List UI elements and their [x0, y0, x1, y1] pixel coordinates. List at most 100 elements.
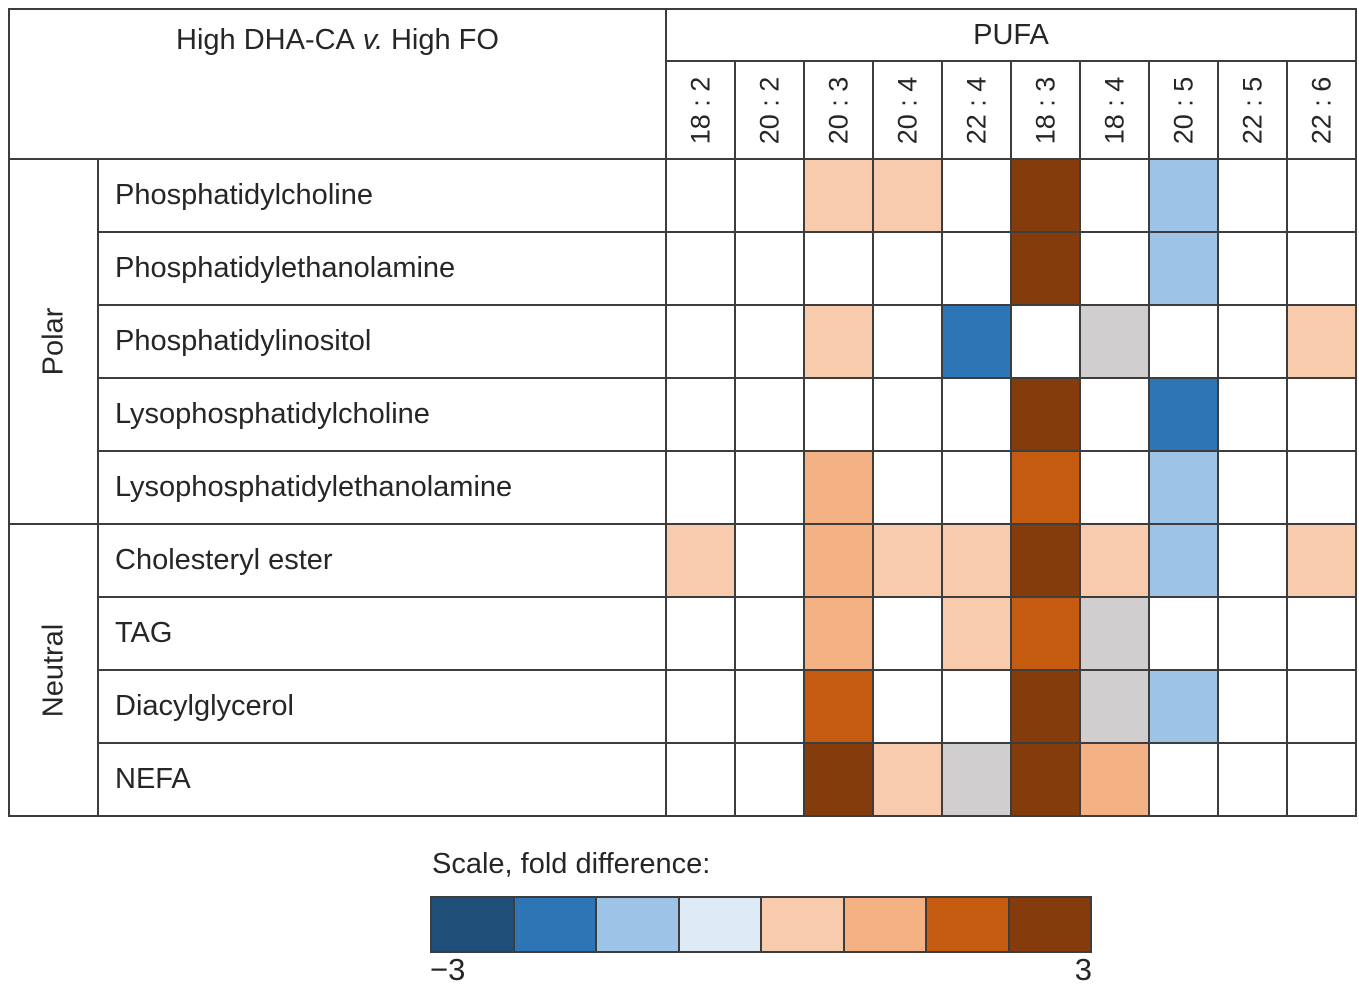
- heatmap-cell: [805, 598, 872, 669]
- heatmap-cell: [874, 452, 941, 523]
- row-label-diacylglycerol: Diacylglycerol: [99, 671, 665, 742]
- heatmap-cell: [943, 233, 1010, 304]
- heatmap-cell: [667, 452, 734, 523]
- heatmap-cell: [736, 744, 803, 815]
- heatmap-cell: [1288, 525, 1355, 596]
- heatmap-cell: [874, 233, 941, 304]
- heatmap-cell: [1081, 233, 1148, 304]
- heatmap-cell: [943, 160, 1010, 231]
- heatmap-cell: [736, 452, 803, 523]
- heatmap-cell: [1150, 671, 1217, 742]
- heatmap-cell: [1288, 379, 1355, 450]
- heatmap-cell: [667, 671, 734, 742]
- heatmap-cell: [1012, 671, 1079, 742]
- heatmap-cell: [874, 525, 941, 596]
- col-header-label: 20 : 3: [823, 76, 853, 144]
- heatmap-cell: [1012, 160, 1079, 231]
- heatmap-cell: [1219, 233, 1286, 304]
- heatmap-cell: [1219, 379, 1286, 450]
- heatmap-cell: [874, 306, 941, 377]
- legend-swatch: [1007, 898, 1090, 951]
- heatmap-cell: [1150, 160, 1217, 231]
- legend-color-bar: [430, 896, 1092, 953]
- col-header-label: 18 : 3: [1030, 76, 1060, 144]
- heatmap-cell: [1012, 598, 1079, 669]
- heatmap-cell: [1288, 598, 1355, 669]
- col-header-20-2: 20 : 2: [736, 62, 803, 158]
- heatmap-cell: [874, 379, 941, 450]
- heatmap-cell: [1150, 233, 1217, 304]
- heatmap-cell: [736, 598, 803, 669]
- heatmap-cell: [874, 744, 941, 815]
- heatmap-cell: [874, 598, 941, 669]
- heatmap-cell: [1150, 525, 1217, 596]
- legend-max-label: 3: [1074, 952, 1092, 987]
- heatmap-cell: [736, 671, 803, 742]
- heatmap-cell: [874, 671, 941, 742]
- col-header-label: 18 : 4: [1099, 76, 1129, 144]
- legend-swatch: [760, 898, 843, 951]
- legend-min-label: −3: [430, 952, 466, 987]
- heatmap-cell: [667, 379, 734, 450]
- heatmap-cell: [1012, 452, 1079, 523]
- heatmap-cell: [736, 233, 803, 304]
- col-header-18-4: 18 : 4: [1081, 62, 1148, 158]
- heatmap-cell: [1081, 160, 1148, 231]
- pufa-header-cell: PUFA: [667, 10, 1355, 60]
- heatmap-cell: [943, 525, 1010, 596]
- heatmap-cell: [736, 306, 803, 377]
- heatmap-cell: [1081, 525, 1148, 596]
- heatmap-cell: [667, 306, 734, 377]
- heatmap-cell: [1012, 379, 1079, 450]
- heatmap-cell: [1081, 306, 1148, 377]
- heatmap-cell: [805, 525, 872, 596]
- heatmap-cell: [805, 233, 872, 304]
- heatmap-cell: [1012, 525, 1079, 596]
- row-label-phosphatidylcholine: Phosphatidylcholine: [99, 160, 665, 231]
- heatmap-cell: [943, 744, 1010, 815]
- heatmap-cell: [667, 160, 734, 231]
- row-label-lysophosphatidylcholine: Lysophosphatidylcholine: [99, 379, 665, 450]
- col-header-18-3: 18 : 3: [1012, 62, 1079, 158]
- comparison-title-pre: High DHA-CA: [176, 24, 355, 56]
- heatmap-cell: [1081, 671, 1148, 742]
- heatmap-cell: [1219, 671, 1286, 742]
- heatmap-cell: [1081, 452, 1148, 523]
- col-header-label: 20 : 5: [1168, 76, 1198, 144]
- heatmap-cell: [1219, 525, 1286, 596]
- group-label: Neutral: [37, 623, 69, 717]
- row-label-cholesteryl-ester: Cholesteryl ester: [99, 525, 665, 596]
- heatmap-cell: [1288, 160, 1355, 231]
- heatmap-cell: [805, 452, 872, 523]
- row-label-lysophosphatidylethanolamine: Lysophosphatidylethanolamine: [99, 452, 665, 523]
- comparison-title-post: High FO: [390, 24, 499, 56]
- group-label-polar: Polar: [10, 160, 97, 523]
- heatmap-cell: [736, 525, 803, 596]
- legend-swatch: [677, 898, 760, 951]
- heatmap-cell: [1288, 671, 1355, 742]
- col-header-label: 22 : 4: [961, 76, 991, 144]
- col-header-22-5: 22 : 5: [1219, 62, 1286, 158]
- heatmap-cell: [667, 233, 734, 304]
- heatmap-cell: [943, 598, 1010, 669]
- heatmap-cell: [943, 452, 1010, 523]
- heatmap-cell: [1150, 744, 1217, 815]
- col-header-20-4: 20 : 4: [874, 62, 941, 158]
- heatmap-cell: [1081, 598, 1148, 669]
- legend-swatch: [432, 898, 513, 951]
- heatmap-cell: [874, 160, 941, 231]
- heatmap-cell: [736, 379, 803, 450]
- heatmap-cell: [736, 160, 803, 231]
- group-label-neutral: Neutral: [10, 525, 97, 815]
- row-label-phosphatidylinositol: Phosphatidylinositol: [99, 306, 665, 377]
- legend-swatch: [842, 898, 925, 951]
- heatmap-cell: [805, 671, 872, 742]
- heatmap-cell: [1288, 452, 1355, 523]
- col-header-20-3: 20 : 3: [805, 62, 872, 158]
- heatmap-cell: [1219, 744, 1286, 815]
- heatmap-cell: [1219, 452, 1286, 523]
- heatmap-cell: [1150, 452, 1217, 523]
- heatmap-cell: [805, 160, 872, 231]
